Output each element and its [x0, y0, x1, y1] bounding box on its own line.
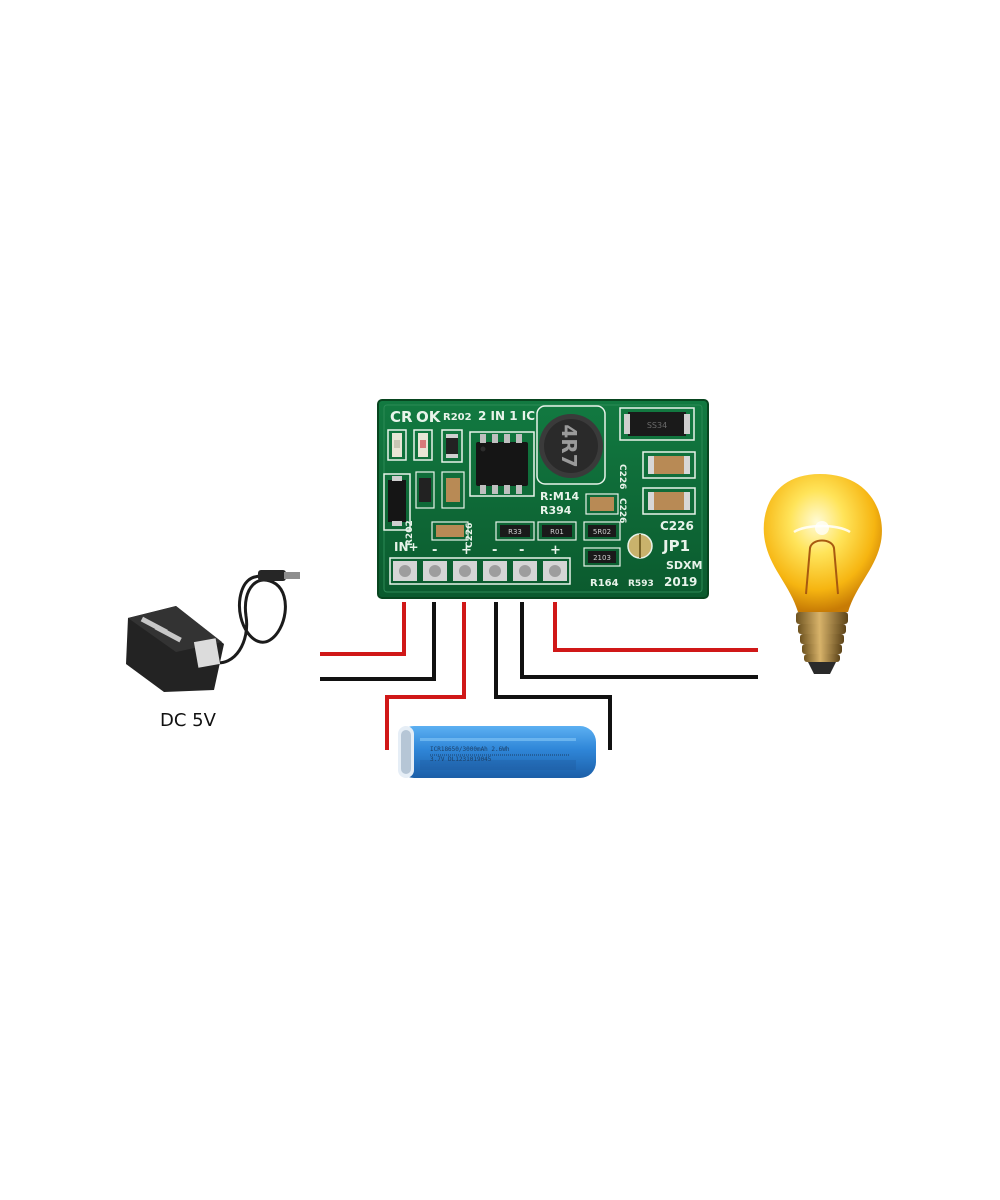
wires: [320, 602, 758, 750]
label-sdxm: SDXM: [666, 559, 702, 572]
dc-plug: [258, 570, 286, 581]
jumper-pad-jp1: [627, 533, 653, 559]
label-c226-c: C226: [660, 519, 694, 533]
bulb-filament: [805, 539, 839, 595]
resistor-row-4: 5R02: [583, 521, 621, 541]
schottky-diode: SS34: [619, 407, 695, 441]
label-r394: R394: [540, 504, 572, 517]
pin-in-minus: [423, 561, 447, 581]
battery-18650: ICR18650/3000mAh 2.6Wh 3.7V DL1231019045: [398, 726, 596, 778]
label-c226-side: C226: [465, 523, 475, 548]
label-r164: R164: [590, 578, 619, 589]
power-adapter: DC 5V: [126, 570, 300, 731]
label-r593: R593: [628, 579, 654, 589]
resistor-row-2: R33: [495, 521, 535, 541]
capacitor-c226-a: [642, 451, 696, 479]
inductor-4r7: 4R7: [536, 405, 606, 485]
label-pin-minus-2: -: [492, 543, 497, 558]
bulb-glass: [763, 474, 882, 612]
inductor-label: 4R7: [557, 424, 581, 467]
label-2in1ic: 2 IN 1 IC: [478, 409, 535, 423]
label-year: 2019: [664, 575, 697, 589]
adapter-label: DC 5V: [160, 710, 217, 731]
chip-code-2: R01: [550, 528, 564, 536]
label-r-m14: R:M14: [540, 490, 579, 503]
label-r202-side: R202: [405, 520, 415, 546]
adapter-positive-wire: [320, 602, 406, 656]
capacitor-c226-b: [642, 487, 696, 515]
label-ok: OK: [416, 408, 442, 426]
chip-code-1: R33: [508, 528, 522, 536]
led-cr: [387, 429, 407, 461]
resistor-row-3: R01: [537, 521, 577, 541]
led-ok: [413, 429, 433, 461]
pin-out-minus: [513, 561, 537, 581]
pin-bat-minus: [483, 561, 507, 581]
battery-positive-wire: [385, 602, 466, 750]
diode-code: SS34: [647, 421, 667, 430]
label-in-plus: IN+: [394, 540, 419, 554]
mosfet-left: [383, 473, 411, 531]
bulb-base: [796, 612, 848, 674]
resistor-r202-top: [441, 429, 463, 463]
load-positive-wire: [553, 602, 758, 652]
adapter-cable: [211, 574, 287, 665]
pin-bat-plus: [453, 561, 477, 581]
battery-print-2: 3.7V DL1231019045: [430, 756, 492, 763]
resistor-row-5: 2103: [583, 547, 621, 567]
adapter-negative-wire: [320, 602, 436, 681]
capacitor-row-1: [431, 521, 469, 541]
adapter-prong-2: [154, 624, 182, 643]
label-r202-top: R202: [443, 412, 472, 423]
charger-module-board: CR OK R202 2 IN 1 IC: [377, 399, 709, 599]
label-cr: CR: [390, 408, 413, 426]
label-pin-plus-2: +: [550, 543, 561, 558]
label-jp1: JP1: [662, 537, 690, 555]
capacitor-small-1: [441, 471, 465, 509]
capacitor-small-right: [585, 493, 619, 515]
charger-ic-chip: [469, 431, 535, 497]
pin-in-plus: [393, 561, 417, 581]
label-pin-minus-3: -: [519, 543, 524, 558]
label-pin-minus-1: -: [432, 543, 437, 558]
load-negative-wire: [520, 602, 758, 679]
label-pin-plus-1: +: [461, 543, 472, 558]
adapter-sticker: [193, 638, 221, 668]
pin-out-plus: [543, 561, 567, 581]
resistor-small-1: [415, 471, 435, 509]
label-c226-a: C226: [617, 464, 627, 489]
chip-code-3: 5R02: [593, 528, 611, 536]
pin-header: [389, 557, 571, 585]
light-bulb: [763, 474, 882, 674]
label-c226-b: C226: [617, 498, 627, 523]
battery-negative-wire: [494, 602, 612, 750]
battery-print: ICR18650/3000mAh 2.6Wh: [430, 746, 510, 753]
chip-code-4: 2103: [593, 554, 611, 562]
